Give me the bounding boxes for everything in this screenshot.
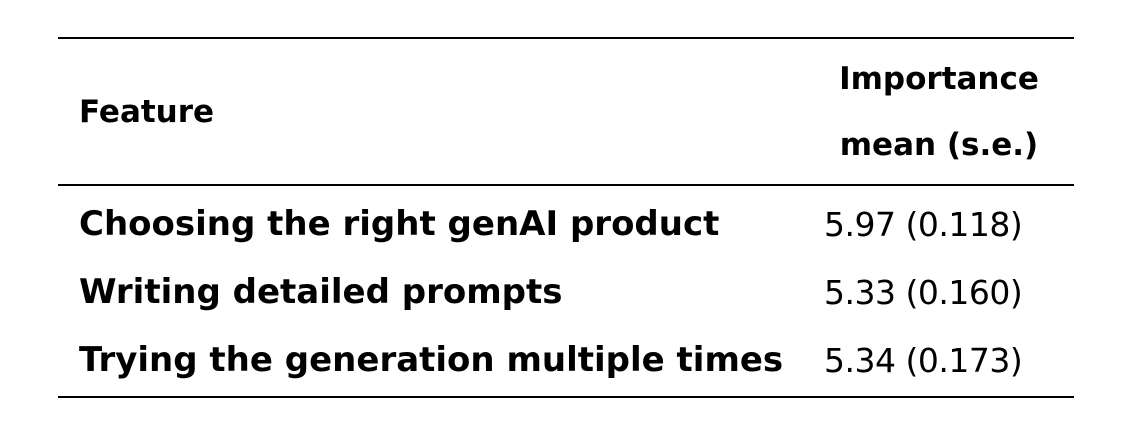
table-row: Writing detailed prompts 5.33 (0.160)	[58, 258, 1074, 326]
importance-cell: 5.97 (0.118)	[824, 204, 1023, 244]
feature-importance-table-container: Feature Importance mean (s.e.) Choosing …	[58, 37, 1074, 398]
feature-cell: Choosing the right genAI product	[79, 204, 720, 244]
importance-cell: 5.33 (0.160)	[824, 272, 1023, 312]
table-row: Trying the generation multiple times 5.3…	[58, 326, 1074, 397]
table-body: Choosing the right genAI product 5.97 (0…	[58, 185, 1074, 397]
feature-cell: Writing detailed prompts	[79, 272, 563, 312]
column-header-feature: Feature	[79, 93, 215, 130]
feature-cell: Trying the generation multiple times	[79, 340, 784, 380]
table-row: Choosing the right genAI product 5.97 (0…	[58, 185, 1074, 258]
importance-cell: 5.34 (0.173)	[824, 340, 1023, 380]
column-header-importance: Importance mean (s.e.)	[810, 38, 1074, 185]
column-header-importance-line1: Importance	[839, 60, 1039, 97]
column-header-importance-line2: mean (s.e.)	[839, 126, 1039, 163]
feature-importance-table: Feature Importance mean (s.e.) Choosing …	[58, 37, 1074, 398]
header-row: Feature Importance mean (s.e.)	[58, 38, 1074, 185]
table-header: Feature Importance mean (s.e.)	[58, 38, 1074, 185]
